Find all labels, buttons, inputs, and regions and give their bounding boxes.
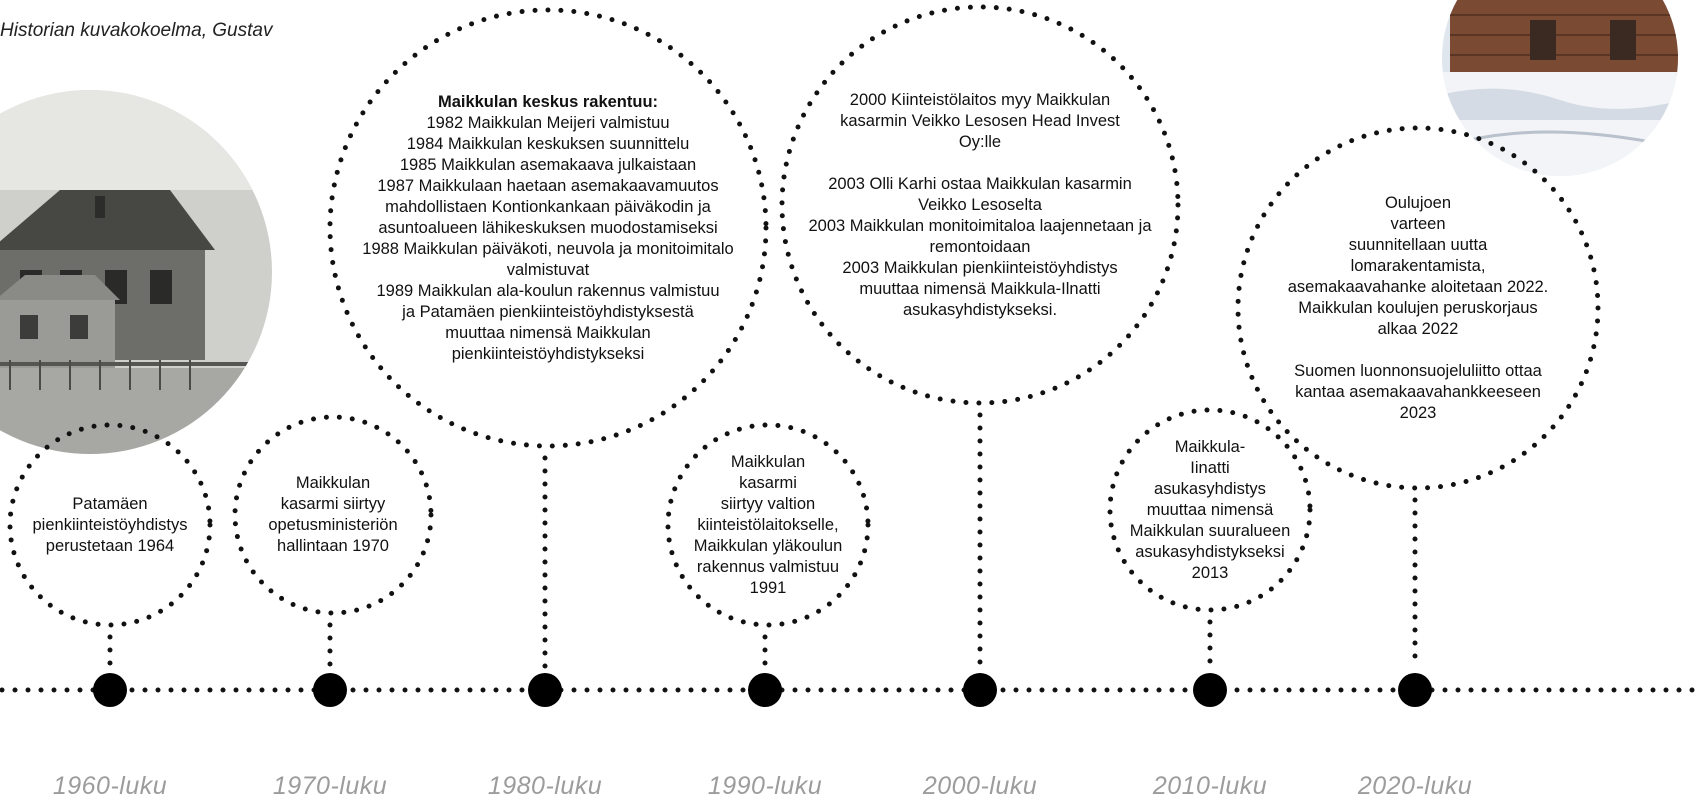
decade-label-1960-luku: 1960-luku <box>52 772 168 800</box>
event-text-line: perustetaan 1964 <box>45 536 175 555</box>
event-text-line: valmistuvat <box>506 260 590 279</box>
event-bubble-outline <box>1107 407 1313 613</box>
event-text-line: alkaa 2022 <box>1377 319 1459 338</box>
event-bubble-1970: Maikkulan kasarmi siirtyy opetusministeriö… <box>238 417 428 613</box>
event-bubble-2020: Oulujoen varteen suunnitellaan uutta lomara… <box>1246 128 1591 488</box>
timeline-marker <box>313 673 347 707</box>
photo-old-house <box>0 90 272 454</box>
event-text-line: asukasyhdistykseksi. <box>902 300 1058 319</box>
event-text-line: 2003 Olli Karhi ostaa Maikkulan kasarmin <box>828 174 1132 193</box>
event-text-line: kantaa asemakaavahankkeeseen <box>1295 382 1541 401</box>
timeline-marker <box>748 673 782 707</box>
event-text-line: ja Patamäen pienkiinteistöyhdistyksestä <box>402 302 694 321</box>
event-bubble-2010: Maikkula- Iinatti asukasyhdistys muuttaa ni… <box>1110 410 1310 610</box>
event-text-line: hallintaan 1970 <box>277 537 389 555</box>
event-text-line: 1987 Maikkulaan haetaan asemakaavamuutos <box>377 176 719 195</box>
event-text-line: asemakaavahanke aloitetaan 2022. <box>1287 277 1549 296</box>
event-text-line: Maikkulan yläkoulun <box>693 536 843 555</box>
event-text-line: 1984 Maikkulan keskuksen suunnittelu <box>406 134 690 153</box>
event-text-line: Iinatti <box>1190 458 1230 477</box>
event-text-line: Maikkulan <box>730 452 806 471</box>
event-bubble-outline <box>1235 125 1601 491</box>
event-text-line: Maikkula- <box>1174 437 1246 456</box>
event-text-line: opetusministeriön <box>268 516 398 534</box>
event-text-line: asukasyhdistys <box>1154 479 1266 498</box>
event-text-line: pienkiinteistöyhdistykseksi <box>451 344 645 363</box>
event-text-line: kasarmin Veikko Lesosen Head Invest <box>840 111 1120 130</box>
decade-label-1970-luku: 1970-luku <box>272 772 388 800</box>
event-bubble-outline <box>232 414 434 616</box>
event-text-line: asukasyhdistykseksi <box>1135 542 1285 561</box>
event-text-line: Maikkulan koulujen peruskorjaus <box>1298 298 1538 317</box>
event-bubble-2000: 2000 Kiinteistölaitos myy Maikkulan kasar… <box>785 7 1175 403</box>
photo-caption: Historian kuvakokoelma, Gustav <box>0 20 273 41</box>
event-text-line: varteen <box>1390 214 1446 233</box>
event-text-line: muuttaa nimensä <box>1146 500 1274 519</box>
event-bubble-outline <box>7 422 213 628</box>
decade-label-2010-luku: 2010-luku <box>1152 772 1268 800</box>
event-text-line: 2003 Maikkulan pienkiinteistöyhdistys <box>842 258 1118 277</box>
event-text-line: kiinteistölaitokselle, <box>697 515 839 534</box>
event-text-line: remontoidaan <box>929 237 1031 256</box>
event-text-line: 1991 <box>749 578 787 597</box>
decade-label-2020-luku: 2020-luku <box>1357 772 1473 800</box>
event-text-line: pienkiinteistöyhdistys <box>32 515 188 534</box>
event-text-line: Oulujoen <box>1384 193 1452 212</box>
decade-label-1990-luku: 1990-luku <box>707 772 823 800</box>
event-text-line: Maikkulan suuralueen <box>1129 521 1291 540</box>
event-text-line: Veikko Lesoselta <box>918 195 1042 214</box>
event-bubble-1980: Maikkulan keskus rakentuu: 1982 Maikkulan… <box>338 10 758 446</box>
decade-label-2000-luku: 2000-luku <box>922 772 1038 800</box>
event-text-line: 2013 <box>1191 563 1229 582</box>
event-text-line: rakennus valmistuu <box>696 557 840 576</box>
timeline-marker <box>528 673 562 707</box>
event-text-line: mahdollistaen Kontionkankaan päiväkodin … <box>385 197 711 216</box>
event-text-line: 2000 Kiinteistölaitos myy Maikkulan <box>849 90 1111 109</box>
event-text-line: 1988 Maikkulan päiväkoti, neuvola ja mon… <box>362 239 734 258</box>
event-bubble-1990: Maikkulan kasarmi siirtyy valtion kiinteist… <box>668 425 868 625</box>
event-text-line: siirtyy valtion <box>720 494 816 513</box>
event-text-line: suunnitellaan uutta <box>1348 235 1488 254</box>
event-heading: Maikkulan keskus rakentuu: <box>437 92 659 111</box>
timeline-decor <box>0 4 1700 707</box>
event-text-line: 2023 <box>1399 403 1437 422</box>
timeline-marker <box>93 673 127 707</box>
event-text-line: muuttaa nimensä Maikkulan <box>445 323 651 342</box>
event-text-line: 1989 Maikkulan ala-koulun rakennus valmi… <box>376 281 720 300</box>
event-text-line: 1985 Maikkulan asemakaava julkaistaan <box>399 155 697 174</box>
event-text-line: kasarmi <box>739 473 797 492</box>
event-text-line: asuntoalueen lähikeskuksen muodostamisek… <box>378 218 718 237</box>
event-text-line: Patamäen <box>72 494 148 513</box>
event-bubble-outline <box>665 422 871 628</box>
event-text-line: lomarakentamista, <box>1350 256 1486 275</box>
event-text-line: muuttaa nimensä Maikkula-Ilnatti <box>859 279 1101 298</box>
timeline-marker <box>963 673 997 707</box>
event-bubble-outline <box>779 4 1181 406</box>
event-text-line: 1982 Maikkulan Meijeri valmistuu <box>426 113 670 132</box>
event-bubble-outline <box>327 7 769 449</box>
decade-label-1980-luku: 1980-luku <box>487 772 603 800</box>
timeline-marker <box>1398 673 1432 707</box>
event-text-line: Maikkulan <box>295 474 371 492</box>
event-text-line: 2003 Maikkulan monitoimitaloa laajenneta… <box>808 216 1152 235</box>
event-text-line: kasarmi siirtyy <box>280 495 386 513</box>
event-text-line: Oy:lle <box>958 132 1002 151</box>
event-text-line: Suomen luonnonsuojeluliitto ottaa <box>1294 361 1542 380</box>
event-bubble-1960: Patamäen pienkiinteistöyhdistys perustetaa… <box>10 425 210 625</box>
timeline-marker <box>1193 673 1227 707</box>
